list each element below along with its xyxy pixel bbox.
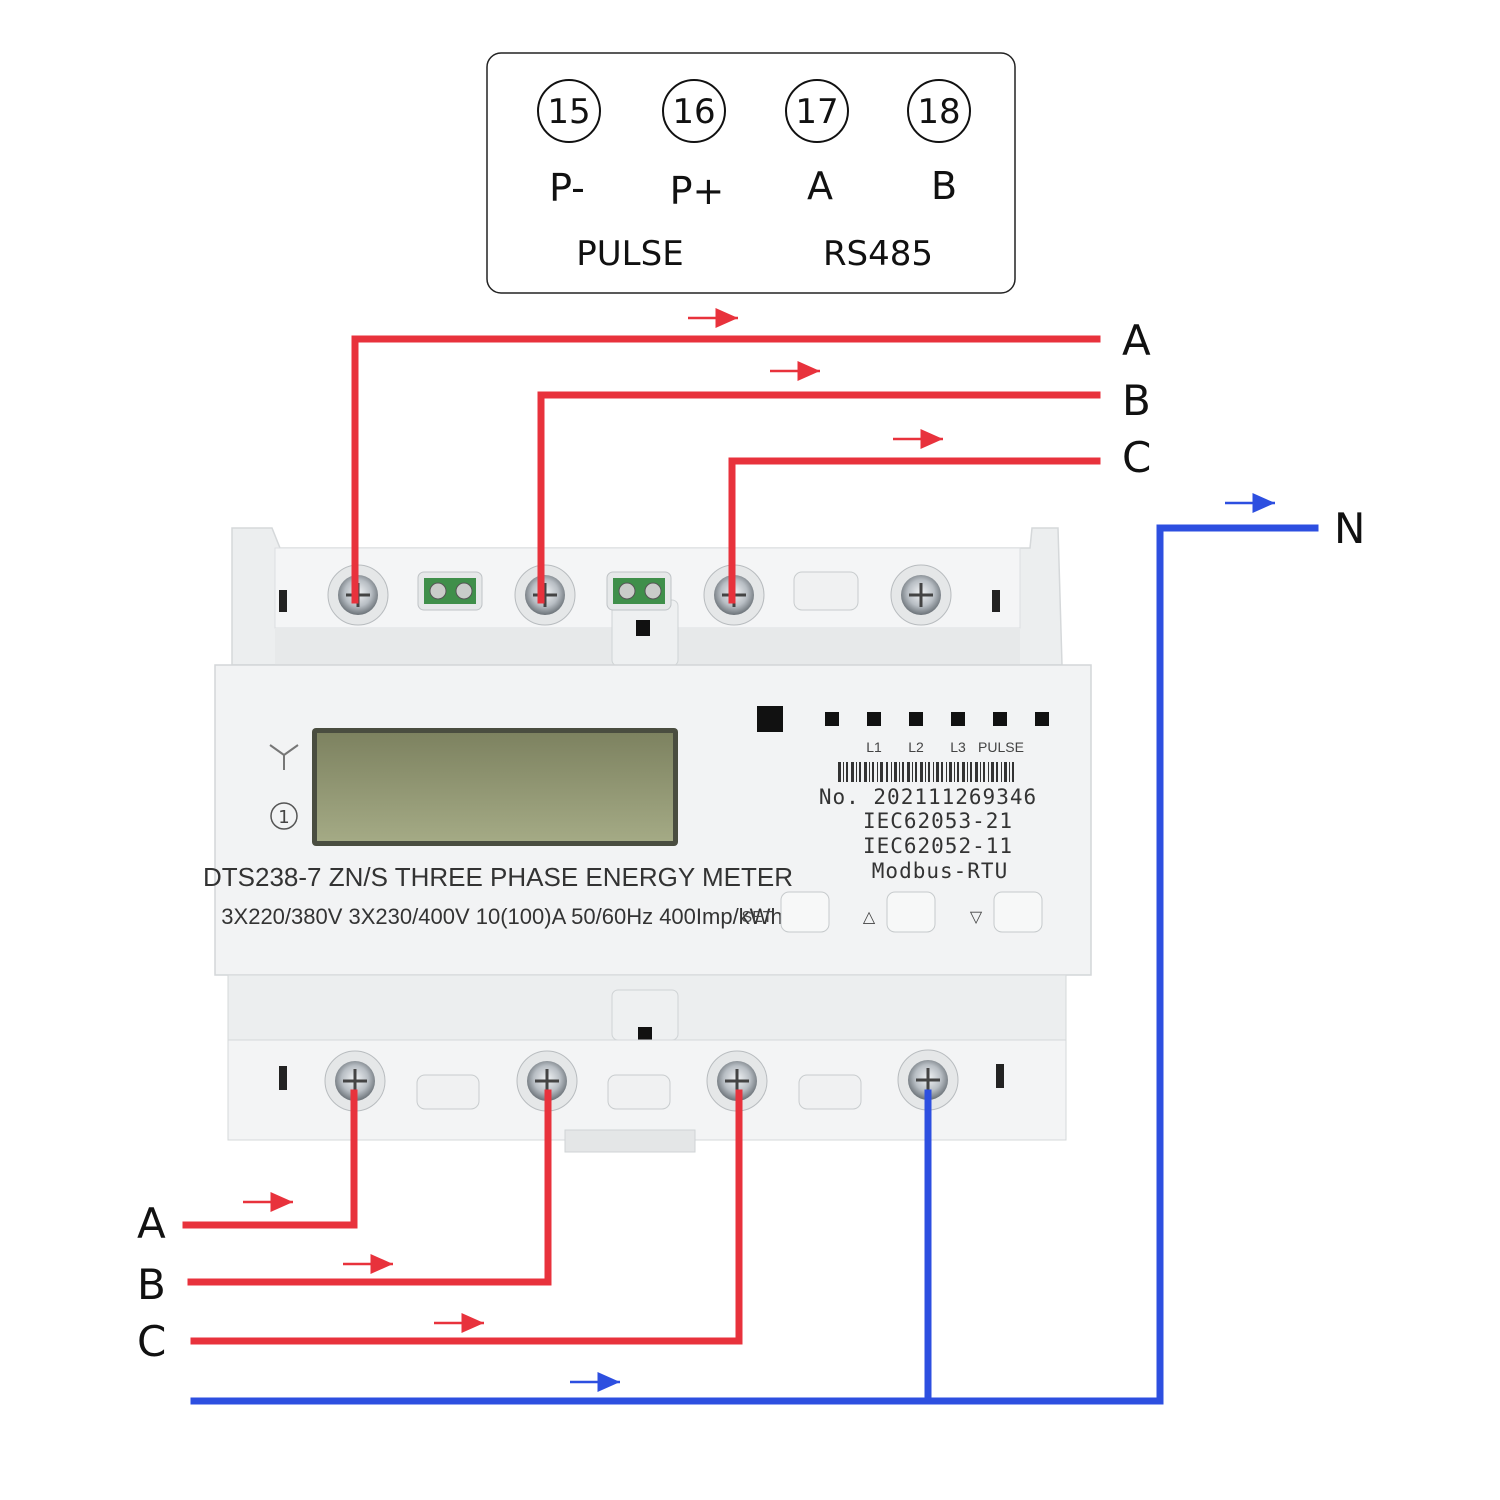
energy-meter: 1 DTS238-7 ZN/S THREE PHASE ENERGY METER… [203,527,1092,1153]
screw-terminal [897,1049,959,1111]
terminal-15: 15 P- [537,79,601,210]
terminal-signal: A [807,164,833,208]
wire-a-out [351,335,1101,604]
terminal-signal: P- [549,166,585,210]
label-c-out: C [1122,433,1151,482]
meter-serial: No. 202111269346 [819,785,1037,809]
led-label: L1 [866,739,882,755]
terminal-signal: B [931,164,957,208]
led-l1 [867,712,881,726]
label-a-in: A [137,1199,166,1248]
terminal-number: 17 [795,92,838,132]
empty-slot [793,571,859,611]
terminal-17: 17 A [785,79,849,208]
lcd-display [317,733,673,841]
screw-terminal [324,1050,386,1112]
led-l2 [909,712,923,726]
green-connector [606,571,672,611]
wire-c-out [728,457,1101,604]
led [1035,712,1049,726]
up-arrow-icon: △ [863,909,876,926]
barcode [838,762,1014,782]
terminal-number: 18 [917,92,960,132]
up-button[interactable] [886,891,936,933]
green-connector [417,571,483,611]
led-label: L3 [950,739,966,755]
terminal-box: 15 P- 16 P+ 17 A 18 B PULSE RS485 [486,52,1016,294]
meter-class-number: 1 [278,807,289,828]
wire-a-in [182,1089,358,1229]
wire-b-in [187,1089,552,1286]
led-label: L2 [908,739,924,755]
led [825,712,839,726]
label-b-in: B [137,1260,166,1309]
meter-class-icon [270,802,298,830]
wires-top [351,335,1319,1405]
wire-n-out [1156,524,1319,1405]
meter-standard: IEC62052-11 [863,834,1013,858]
led-label: PULSE [978,739,1024,755]
down-button[interactable] [993,891,1043,933]
terminal-number: 16 [672,92,715,132]
label-a-out: A [1122,316,1151,365]
meter-model: DTS238-7 ZN/S THREE PHASE ENERGY METER [203,862,793,892]
label-c-in: C [137,1317,166,1366]
ir-port [757,706,783,732]
screw-terminal [890,564,952,626]
meter-standard: IEC62053-21 [863,809,1013,833]
terminal-signal: P+ [670,169,725,213]
terminal-16: 16 P+ [662,79,726,213]
direction-arrows [243,308,1275,1392]
meter-protocol: Modbus-RTU [872,859,1008,883]
label-n-out: N [1334,504,1365,553]
wires-bottom [182,1089,1164,1405]
terminal-number: 15 [547,92,590,132]
group-label-rs485: RS485 [823,234,933,274]
screw-terminal [514,564,576,626]
screw-terminal [706,1050,768,1112]
label-b-out: B [1122,376,1151,425]
down-arrow-icon: ▽ [970,909,983,926]
set-button-label: SET [741,909,772,926]
meter-ratings: 3X220/380V 3X230/400V 10(100)A 50/60Hz 4… [221,904,782,929]
set-button[interactable] [780,891,830,933]
wire-c-in [190,1089,743,1345]
screw-terminal [516,1050,578,1112]
led-l3 [951,712,965,726]
terminal-18: 18 B [907,79,971,208]
led-pulse [993,712,1007,726]
wire-b-out [537,391,1101,604]
group-label-pulse: PULSE [576,234,683,274]
three-phase-symbol-icon [269,744,299,770]
